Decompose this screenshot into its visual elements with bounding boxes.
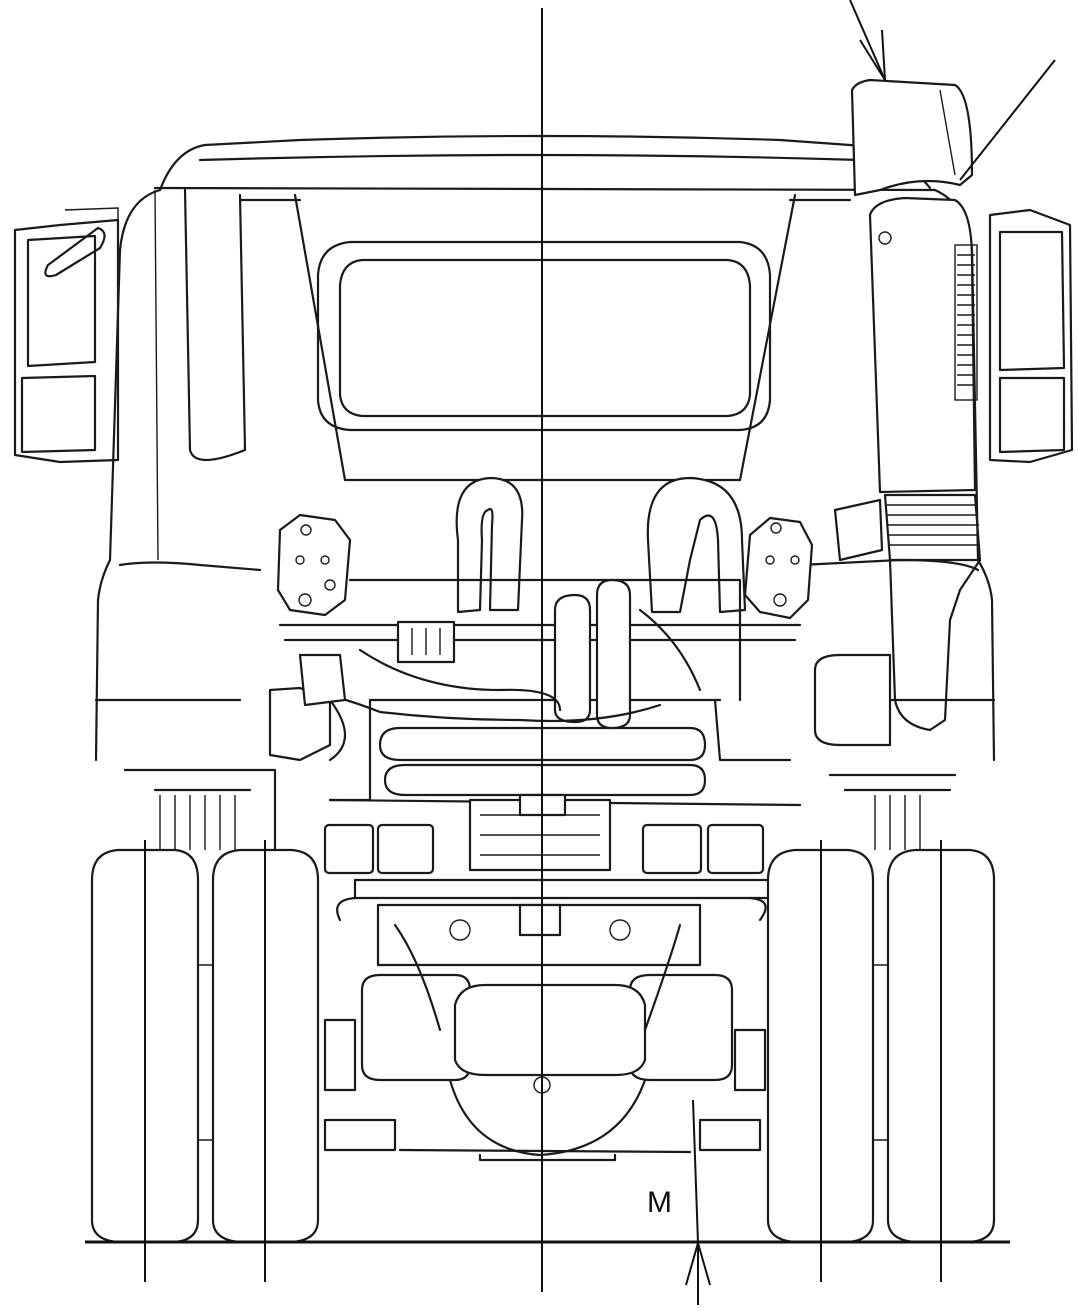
bottom-arrow [685, 1239, 711, 1305]
air-intake-snorkel [833, 0, 1056, 732]
rear-light-boxes [323, 793, 765, 875]
chassis-frame [268, 578, 892, 807]
exhaust-pipes [455, 476, 747, 614]
left-lamp-cluster [13, 207, 120, 464]
right-lamp-cluster [988, 208, 1074, 464]
mudguards [123, 768, 957, 852]
frame-brackets [276, 513, 814, 620]
reference-lines [85, 8, 1010, 1305]
louver-lines [957, 254, 975, 386]
reference-label: M [647, 1186, 672, 1219]
rear-axle [323, 878, 772, 1162]
rear-wheels [90, 848, 996, 1244]
reference-label-group: M [647, 1186, 672, 1219]
